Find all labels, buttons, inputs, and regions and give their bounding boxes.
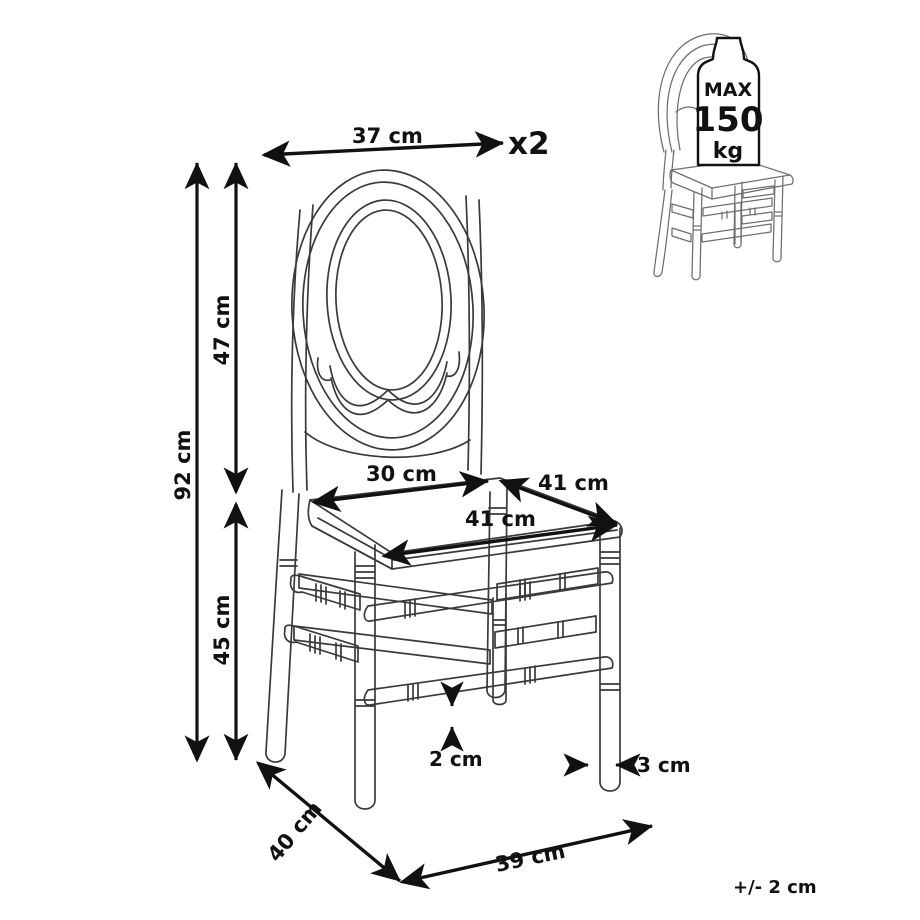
dim-leg-thickness: 3 cm — [563, 753, 691, 777]
backrest-bottom-rail — [304, 431, 471, 459]
weight-block: MAX 150 kg — [693, 36, 764, 167]
dim-label-seat-front-edge: 41 cm — [465, 507, 536, 531]
dim-seat-height: 45 cm — [210, 501, 249, 761]
dim-backrest-width: 37 cm — [261, 124, 505, 167]
backrest-scroll-ornament — [316, 351, 461, 416]
dim-base-width: 39 cm — [399, 819, 653, 890]
max-load-unit: kg — [713, 139, 743, 164]
dim-label-rung-thickness: 2 cm — [429, 747, 483, 771]
dim-total-height: 92 cm — [171, 162, 210, 763]
tolerance-note: +/- 2 cm — [733, 877, 817, 898]
dim-label-base-depth: 40 cm — [263, 797, 327, 867]
dim-label-seat-height: 45 cm — [210, 595, 234, 666]
dim-base-depth: 40 cm — [255, 761, 402, 883]
dim-rung-thickness: 2 cm — [429, 681, 483, 771]
max-load-inset: MAX 150 kg — [653, 33, 794, 281]
backrest-oval-inner — [326, 199, 452, 401]
dim-label-total-height: 92 cm — [171, 430, 195, 501]
dim-label-backrest-height: 47 cm — [210, 295, 234, 366]
chair-stretchers — [283, 567, 614, 706]
dim-label-seat-back-edge: 30 cm — [366, 462, 437, 486]
main-chair-illustration — [265, 169, 623, 810]
max-load-max-label: MAX — [704, 79, 753, 101]
dim-seat-front-edge: 41 cm — [381, 507, 619, 566]
dim-backrest-height: 47 cm — [210, 162, 249, 495]
dim-label-base-width: 39 cm — [493, 839, 567, 877]
dim-label-leg-thickness: 3 cm — [637, 753, 691, 777]
dim-label-seat-side: 41 cm — [538, 471, 609, 495]
dim-label-backrest-width: 37 cm — [352, 124, 423, 148]
dim-seat-back-edge: 30 cm — [311, 462, 490, 513]
backrest-oval-outer — [291, 169, 485, 451]
quantity-label: x2 — [508, 126, 550, 162]
max-load-value: 150 — [693, 100, 764, 140]
backrest-stiles — [290, 195, 484, 493]
